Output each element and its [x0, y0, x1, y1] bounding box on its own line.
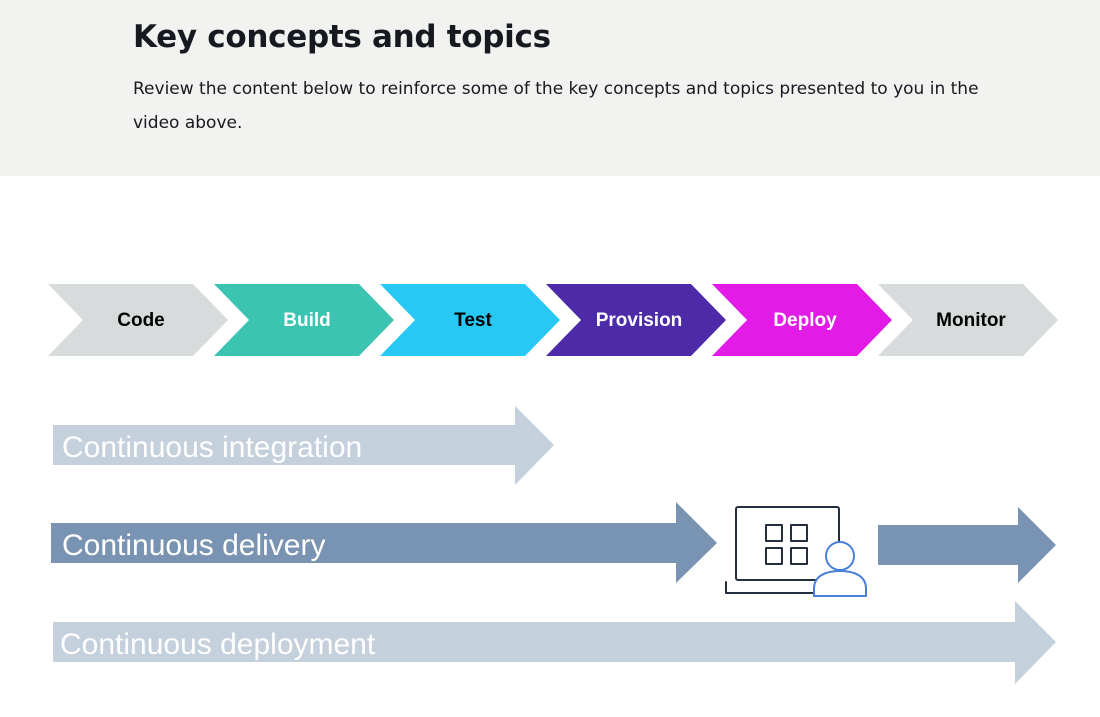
continuous-deployment-flow: Continuous deployment	[53, 601, 1056, 684]
user-head	[825, 541, 855, 571]
grid-cell-1	[765, 524, 783, 542]
stage-test: Test	[380, 284, 560, 356]
continuous-delivery-arrow-continuation	[878, 507, 1056, 583]
stage-deploy-chevron	[712, 284, 892, 356]
manual-approval-user-laptop-icon	[725, 506, 867, 597]
stage-code: Code	[48, 284, 228, 356]
grid-cell-4	[790, 547, 808, 565]
stage-build-chevron	[214, 284, 394, 356]
laptop-screen	[735, 506, 840, 581]
page-title: Key concepts and topics	[133, 19, 551, 55]
page-header: Key concepts and topics Review the conte…	[0, 0, 1100, 176]
stage-provision-label: Provision	[596, 310, 683, 331]
pipeline-stages: Code Build Test Provision Deploy Monitor	[48, 284, 1058, 356]
page-description: Review the content below to reinforce so…	[133, 79, 979, 133]
continuous-delivery-flow: Continuous delivery	[51, 502, 1056, 597]
continuous-integration-flow: Continuous integration	[53, 406, 554, 485]
stage-code-chevron	[48, 284, 228, 356]
continuous-delivery-label: Continuous delivery	[62, 529, 325, 562]
stage-build: Build	[214, 284, 394, 356]
stage-monitor: Monitor	[878, 284, 1058, 356]
stage-monitor-label: Monitor	[936, 310, 1006, 331]
grid-cell-2	[790, 524, 808, 542]
stage-deploy: Deploy	[712, 284, 892, 356]
continuous-integration-label: Continuous integration	[62, 431, 362, 464]
stage-provision-chevron	[546, 284, 726, 356]
stage-provision: Provision	[546, 284, 726, 356]
continuous-deployment-label: Continuous deployment	[60, 628, 376, 661]
continuous-deployment-arrow	[53, 601, 1056, 684]
continuous-delivery-arrow	[51, 502, 717, 583]
stage-test-chevron	[380, 284, 560, 356]
laptop-base	[725, 581, 823, 594]
stage-build-label: Build	[283, 310, 331, 331]
stage-code-label: Code	[117, 310, 165, 331]
stage-test-label: Test	[454, 310, 492, 331]
continuous-integration-arrow	[53, 406, 554, 485]
user-body	[813, 570, 867, 597]
stage-deploy-label: Deploy	[773, 310, 837, 331]
grid-cell-3	[765, 547, 783, 565]
stage-monitor-chevron	[878, 284, 1058, 356]
